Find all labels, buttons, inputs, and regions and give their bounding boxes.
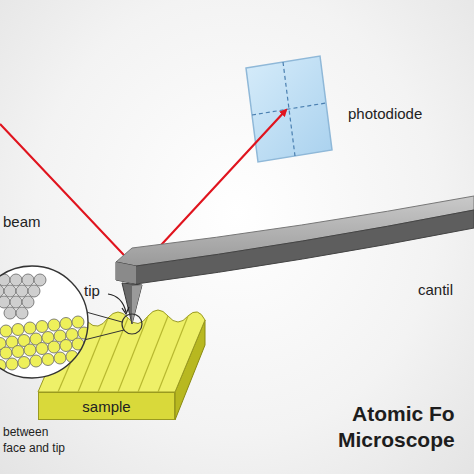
zoom-line xyxy=(86,312,122,322)
arrowhead xyxy=(122,307,129,314)
atom xyxy=(22,296,34,308)
atom xyxy=(10,274,22,286)
part-label: photodiode xyxy=(348,106,422,123)
atom xyxy=(6,358,18,370)
atom xyxy=(0,296,10,308)
atom xyxy=(16,285,28,297)
atom xyxy=(30,355,42,367)
atom xyxy=(48,319,60,331)
atom xyxy=(4,285,16,297)
magnifier-rim xyxy=(0,266,88,378)
atom xyxy=(24,344,36,356)
atom xyxy=(22,274,34,286)
zoom-line xyxy=(84,330,124,340)
atom xyxy=(18,357,30,369)
magnifier xyxy=(0,266,88,378)
zoom-circle xyxy=(122,314,142,334)
part-label: beam xyxy=(3,214,41,231)
part-label: cantil xyxy=(418,282,453,299)
atom xyxy=(16,307,28,319)
part-label: tip xyxy=(84,283,100,300)
cantilever xyxy=(116,196,474,284)
part-label: between xyxy=(3,426,48,439)
node-text: sample xyxy=(82,398,130,415)
atom xyxy=(48,341,60,353)
atom xyxy=(0,285,4,297)
atom xyxy=(28,285,40,297)
photodiode xyxy=(246,56,332,162)
atom xyxy=(36,321,48,333)
atom xyxy=(54,352,66,364)
part-label: Microscope xyxy=(338,428,455,451)
atom xyxy=(72,316,84,328)
atom xyxy=(10,296,22,308)
atom xyxy=(0,347,12,359)
part-label: Atomic Fo xyxy=(352,402,455,425)
atom xyxy=(12,346,24,358)
atom xyxy=(4,307,16,319)
atom xyxy=(60,340,72,352)
atom xyxy=(36,343,48,355)
atom xyxy=(34,274,46,286)
sample-face: sample xyxy=(38,392,175,420)
atom xyxy=(42,354,54,366)
atom xyxy=(24,322,36,334)
atom xyxy=(60,318,72,330)
atom xyxy=(12,324,24,336)
atom xyxy=(0,325,12,337)
part-label: face and tip xyxy=(3,442,65,455)
probe-tip xyxy=(122,283,142,324)
